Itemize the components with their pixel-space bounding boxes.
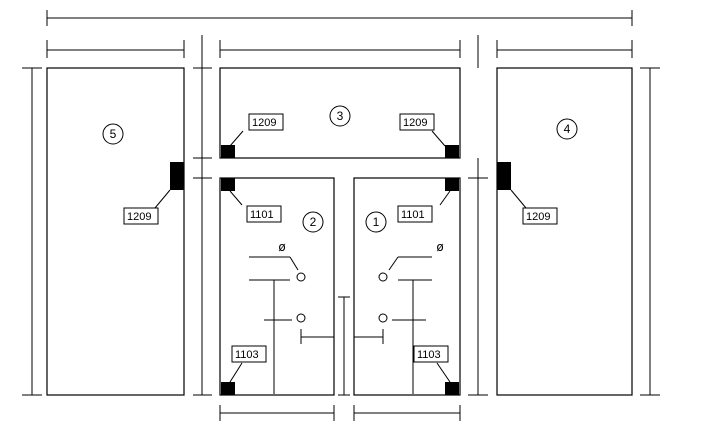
- svg-text:5: 5: [110, 127, 117, 141]
- svg-text:1101: 1101: [401, 209, 425, 221]
- label-1209-panel-4: 1209: [522, 207, 558, 225]
- patch-fitting-1-top: [445, 178, 459, 191]
- panel-number-2: 2: [302, 211, 324, 233]
- fittings: [170, 145, 511, 395]
- patch-fitting-1-bottom: [445, 382, 459, 395]
- svg-text:1: 1: [373, 215, 380, 229]
- svg-text:2: 2: [310, 215, 317, 229]
- dim-bottom-door1: [353, 405, 461, 421]
- panel-4: [496, 67, 633, 396]
- label-1103-door-2: 1103: [231, 345, 267, 363]
- panel-5: [46, 67, 185, 396]
- label-1101-door-1: 1101: [397, 205, 433, 223]
- door-2-hardware: [249, 256, 334, 394]
- dim-right-inner-height: [468, 177, 488, 396]
- dim-center-width: [219, 40, 461, 58]
- panel-3: [219, 67, 461, 159]
- dim-left-height: [22, 67, 42, 396]
- label-1209-panel-5: 1209: [123, 207, 159, 225]
- patch-fitting-3-right: [445, 145, 459, 158]
- patch-fitting-2-bottom: [221, 382, 235, 395]
- patch-fitting-3-left: [221, 145, 235, 158]
- lock-symbol-left: ø: [278, 240, 285, 254]
- patch-fitting-2-top: [221, 178, 235, 191]
- dim-bottom-door2: [219, 405, 335, 421]
- cylinder-icon: [378, 272, 388, 282]
- knob-icon: [296, 313, 306, 323]
- knob-icon: [378, 313, 388, 323]
- svg-text:3: 3: [337, 109, 344, 123]
- patch-fitting-5: [170, 162, 184, 190]
- door-1-hardware: [354, 256, 432, 394]
- svg-text:1209: 1209: [526, 211, 550, 223]
- label-1103-door-1: 1103: [413, 345, 449, 363]
- label-1209-transom-right: 1209: [399, 113, 435, 131]
- cylinder-icon: [296, 272, 306, 282]
- patch-fitting-4: [497, 162, 511, 190]
- gap-lines: [201, 35, 479, 178]
- svg-text:1103: 1103: [417, 349, 441, 361]
- panel-number-1: 1: [365, 211, 387, 233]
- dim-overall-width: [46, 10, 633, 26]
- label-1101-door-2: 1101: [246, 205, 282, 223]
- svg-text:1209: 1209: [252, 117, 276, 129]
- dim-right-height: [640, 67, 660, 396]
- label-1209-transom-left: 1209: [248, 113, 284, 131]
- svg-text:1209: 1209: [127, 211, 151, 223]
- svg-text:4: 4: [564, 122, 571, 136]
- dim-left-panel-width: [46, 40, 185, 58]
- dim-left-inner-height: [193, 67, 212, 396]
- panel-number-3: 3: [329, 105, 351, 127]
- dim-bottom-gap: [338, 296, 350, 396]
- svg-text:1209: 1209: [403, 117, 427, 129]
- leader-lines: [154, 130, 527, 383]
- panel-number-4: 4: [556, 118, 578, 140]
- panel-number-5: 5: [102, 123, 124, 145]
- svg-text:1101: 1101: [250, 209, 274, 221]
- dim-right-panel-width: [496, 40, 633, 58]
- svg-text:1103: 1103: [235, 349, 259, 361]
- lock-symbol-right: ø: [436, 240, 443, 254]
